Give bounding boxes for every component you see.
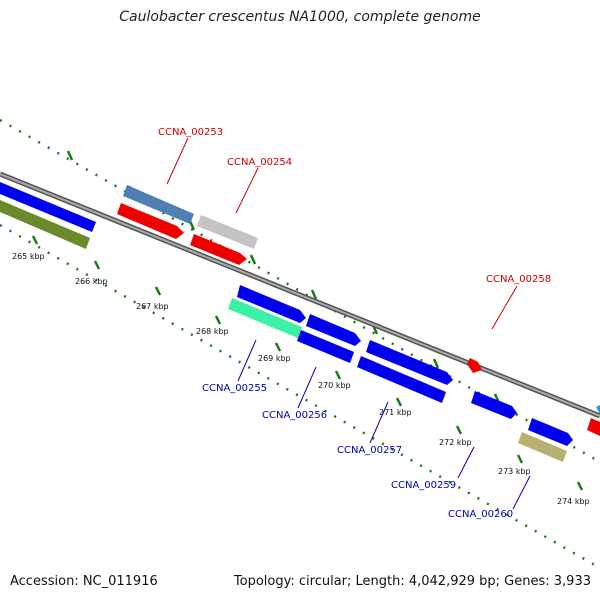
tick-label-268: 268 kbp bbox=[196, 327, 229, 336]
gene-label-ccna-00255: CCNA_00255 bbox=[202, 383, 267, 394]
gene-label-ccna-00259: CCNA_00259 bbox=[391, 480, 456, 491]
feature-reverse-253[interactable] bbox=[117, 203, 184, 239]
feature-reverse-left[interactable] bbox=[0, 200, 90, 249]
figure-title: Caulobacter crescentus NA1000, complete … bbox=[119, 9, 481, 25]
tick-label-271: 271 kbp bbox=[379, 408, 412, 417]
genome-summary-text: Topology: circular; Length: 4,042,929 bp… bbox=[233, 574, 591, 589]
tick-label-273: 273 kbp bbox=[498, 467, 531, 476]
backbone bbox=[0, 171, 600, 419]
gene-label-ccna-00253: CCNA_00253 bbox=[158, 127, 223, 138]
gene-label-ccna-00257: CCNA_00257 bbox=[337, 445, 402, 456]
accession-text: Accession: NC_011916 bbox=[10, 574, 158, 589]
feature-reverse-right[interactable] bbox=[587, 418, 600, 436]
label-leaders bbox=[166, 137, 531, 510]
feature-cds-269-forward[interactable] bbox=[237, 285, 306, 323]
feature-ccna-00253[interactable] bbox=[123, 185, 194, 224]
inner-major-ticks bbox=[31, 235, 584, 491]
tick-label-266: 266 kbp bbox=[75, 277, 108, 286]
feature-cds-270-forward[interactable] bbox=[306, 314, 361, 346]
gene-label-ccna-00258: CCNA_00258 bbox=[486, 274, 551, 285]
gene-label-ccna-00256: CCNA_00256 bbox=[262, 410, 327, 421]
tick-label-265: 265 kbp bbox=[12, 252, 45, 261]
feature-cds-273-forward[interactable] bbox=[471, 391, 517, 419]
feature-ccna-00254[interactable] bbox=[197, 215, 258, 249]
feature-cds-271-forward[interactable] bbox=[366, 340, 453, 385]
feature-ccna-00256[interactable] bbox=[297, 330, 354, 363]
tick-label-270: 270 kbp bbox=[318, 381, 351, 390]
tick-labels: 265 kbp 266 kbp 267 kbp 268 kbp 269 kbp … bbox=[12, 252, 590, 506]
feature-ccna-00257[interactable] bbox=[357, 356, 446, 403]
feature-ccna-00258[interactable] bbox=[467, 358, 482, 373]
tick-label-274: 274 kbp bbox=[557, 497, 590, 506]
tick-label-272: 272 kbp bbox=[439, 438, 472, 447]
gene-label-ccna-00254: CCNA_00254 bbox=[227, 157, 292, 168]
feature-cds-left-forward[interactable] bbox=[0, 182, 96, 232]
feature-cds-274-forward[interactable] bbox=[528, 418, 573, 446]
gene-label-ccna-00260: CCNA_00260 bbox=[448, 509, 513, 520]
feature-right-blue-fragment[interactable] bbox=[596, 405, 600, 414]
feature-ccna-00260[interactable] bbox=[518, 432, 567, 462]
feature-ccna-00255[interactable] bbox=[228, 298, 302, 338]
feature-reverse-254[interactable] bbox=[190, 234, 247, 265]
gene-labels: CCNA_00253 CCNA_00254 CCNA_00258 CCNA_00… bbox=[158, 127, 551, 520]
tick-label-267: 267 kbp bbox=[136, 302, 169, 311]
tick-label-269: 269 kbp bbox=[258, 354, 291, 363]
